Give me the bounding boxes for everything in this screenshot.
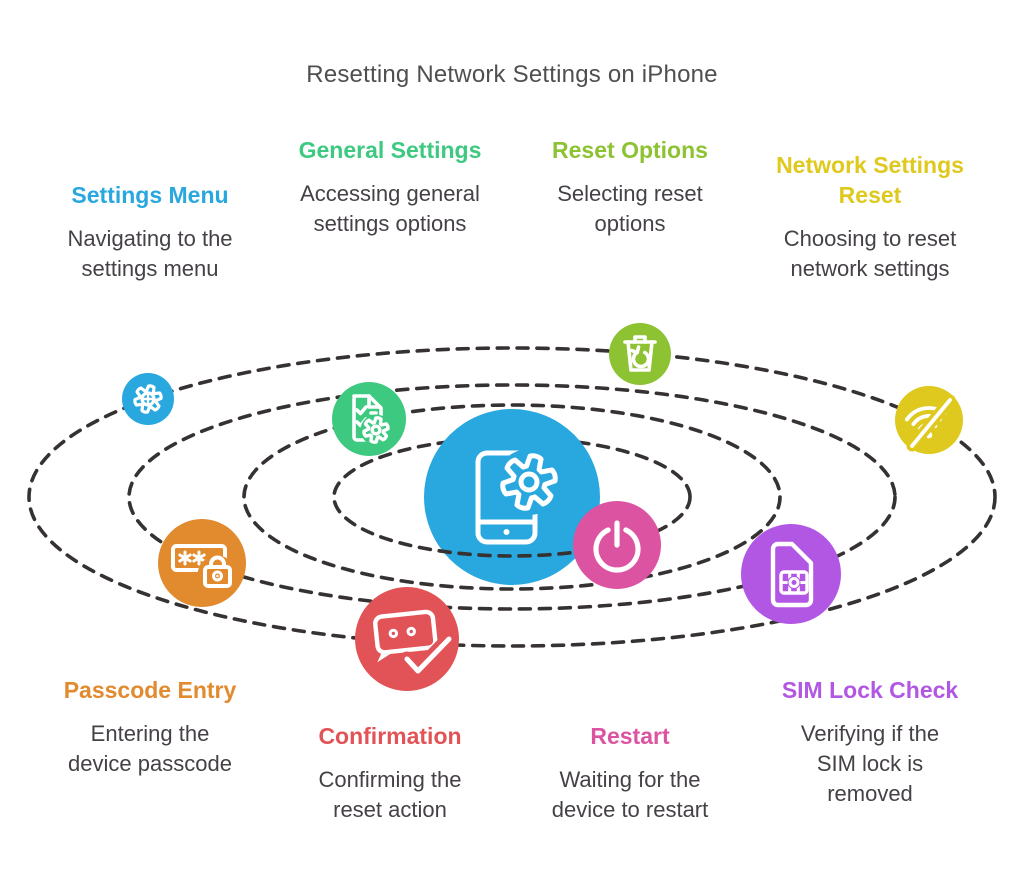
step-label-confirmation: Confirmation Confirming the reset action <box>305 721 475 825</box>
step-label-restart: Restart Waiting for the device to restar… <box>535 721 725 825</box>
step-node-passcode-entry <box>158 519 246 607</box>
step-description: Choosing to reset network settings <box>783 226 957 281</box>
power-icon <box>593 520 641 573</box>
orbit-ellipse-3-front <box>242 497 782 591</box>
step-title: SIM Lock Check <box>781 677 959 703</box>
step-description: Navigating to the settings menu <box>67 226 233 281</box>
step-node-settings-menu <box>122 373 174 425</box>
step-title: Reset Options <box>552 137 708 163</box>
orbit-ellipse-3 <box>242 403 782 497</box>
step-description: Confirming the reset action <box>318 767 462 822</box>
step-label-network-settings-reset: Network Settings Reset Choosing to reset… <box>765 150 975 284</box>
step-title: Passcode Entry <box>63 677 237 703</box>
passcode-lock-icon <box>171 544 237 595</box>
step-node-restart <box>573 501 661 589</box>
doc-check-gear-icon <box>352 394 392 446</box>
message-check-icon <box>373 609 457 679</box>
step-node-sim-lock-check <box>741 524 841 624</box>
step-node-network-settings-reset <box>895 386 963 454</box>
step-label-settings-menu: Settings Menu Navigating to the settings… <box>55 180 245 284</box>
step-title: Network Settings Reset <box>776 152 964 208</box>
step-title: Restart <box>590 723 670 749</box>
step-title: General Settings <box>298 137 482 163</box>
step-label-passcode-entry: Passcode Entry Entering the device passc… <box>63 675 237 779</box>
step-description: Selecting reset options <box>557 181 703 236</box>
step-node-general-settings <box>332 382 406 456</box>
step-description: Verifying if the SIM lock is removed <box>800 721 940 806</box>
step-label-reset-options: Reset Options Selecting reset options <box>535 135 725 239</box>
center-node <box>424 409 600 585</box>
phone-gear-icon <box>475 449 562 545</box>
step-title: Confirmation <box>318 723 462 749</box>
step-label-general-settings: General Settings Accessing general setti… <box>295 135 485 239</box>
step-title: Settings Menu <box>71 182 229 208</box>
page-title: Resetting Network Settings on iPhone <box>306 61 718 88</box>
step-node-confirmation <box>355 587 459 691</box>
gear-globe-icon <box>133 384 163 414</box>
step-label-sim-lock-check: SIM Lock Check Verifying if the SIM lock… <box>782 675 958 809</box>
orbits-front <box>27 497 997 648</box>
orbits-back <box>27 346 997 497</box>
wifi-off-icon <box>905 394 956 452</box>
sim-card-icon <box>770 541 814 608</box>
orbit-ellipse-1-front <box>27 497 997 648</box>
step-description: Waiting for the device to restart <box>551 767 709 822</box>
orbit-ellipse-2-front <box>127 497 897 611</box>
step-description: Entering the device passcode <box>68 721 232 776</box>
step-description: Accessing general settings options <box>300 181 480 236</box>
step-node-reset-options <box>609 323 671 385</box>
trash-restore-icon <box>623 335 657 372</box>
step-circle <box>609 323 671 385</box>
